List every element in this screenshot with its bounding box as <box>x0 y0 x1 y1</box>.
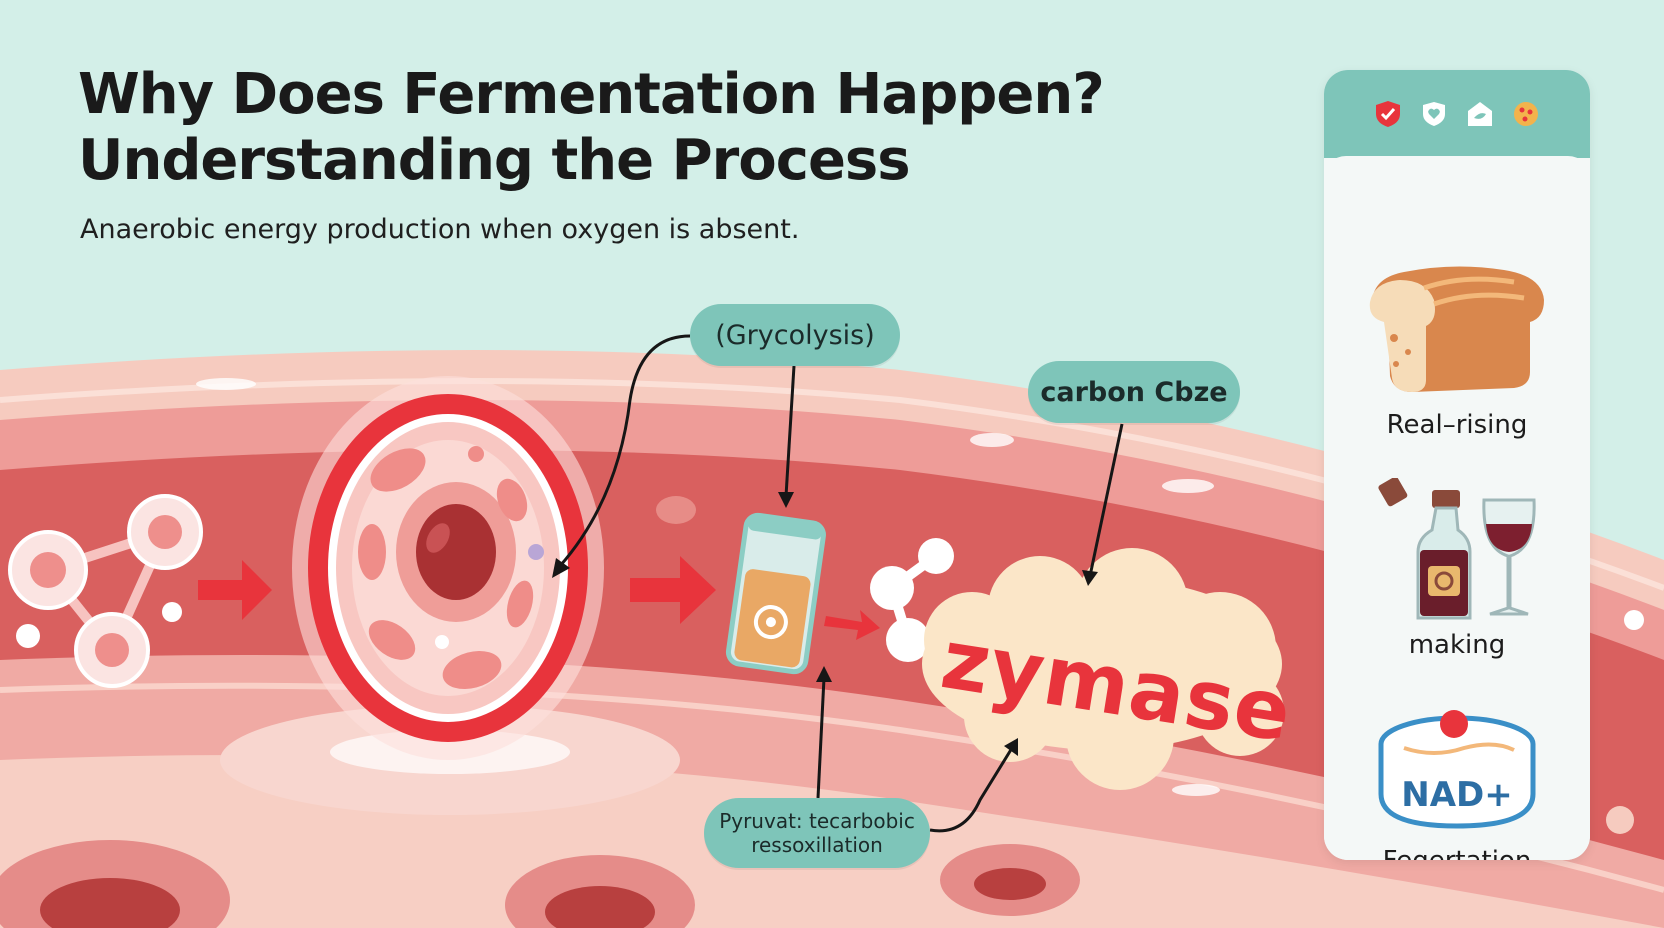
yeast-cookie-icon <box>1514 102 1538 126</box>
panel-item-3-label: Fegertation <box>1324 846 1590 860</box>
callout-arrow-glycolysis-cell <box>558 334 691 567</box>
yeast-cell <box>220 376 680 815</box>
applications-panel: Real–rising making NAD+ Fegertation <box>1324 70 1590 860</box>
flow-arrow-2 <box>630 556 716 624</box>
flow-arrow-3 <box>824 610 880 640</box>
page-title: Why Does Fermentation Happen? Understand… <box>78 62 1105 194</box>
pyruvat-label-line-1: Pyruvat: tecarbobic <box>719 809 915 833</box>
panel-header <box>1324 70 1590 158</box>
wine-bottle-glass-icon <box>1378 478 1536 620</box>
panel-item-1-label: Real–rising <box>1386 410 1528 440</box>
glycolysis-label-text: (Grycolysis) <box>715 319 875 351</box>
carbon-label: carbon Cbze <box>1028 361 1240 423</box>
pyruvate-glass <box>725 512 826 675</box>
glucose-molecule-cluster <box>8 494 203 688</box>
title-line-1: Why Does Fermentation Happen? <box>78 62 1105 127</box>
nad-jar-badge: NAD+ <box>1401 775 1512 815</box>
callout-arrow-glycolysis-glass <box>784 365 796 497</box>
glycolysis-label: (Grycolysis) <box>690 304 900 366</box>
panel-body: Real–rising making NAD+ Fegertation <box>1324 156 1590 860</box>
panel-item-2-label: making <box>1408 630 1506 660</box>
pyruvat-label: Pyruvat: tecarbobic ressoxillation <box>704 798 930 868</box>
callout-arrow-pyruvat-zymase <box>929 747 1014 833</box>
carbon-label-text: carbon Cbze <box>1040 376 1228 408</box>
page-subtitle: Anaerobic energy production when oxygen … <box>80 214 800 245</box>
flow-arrow-1 <box>198 560 272 620</box>
check-shield-icon <box>1376 101 1400 127</box>
pyruvat-label-line-2: ressoxillation <box>751 833 883 857</box>
callout-arrow-pyruvat-glass <box>816 677 826 799</box>
co2-molecule <box>870 538 954 662</box>
callout-arrow-carbon <box>1088 423 1124 577</box>
zymase-blob <box>922 548 1284 790</box>
nad-jar-icon: NAD+ <box>1378 710 1536 829</box>
title-line-2: Understanding the Process <box>78 128 911 193</box>
bread-loaf-icon <box>1369 266 1544 392</box>
leaf-house-icon <box>1468 102 1492 126</box>
heart-shield-icon <box>1423 102 1445 126</box>
